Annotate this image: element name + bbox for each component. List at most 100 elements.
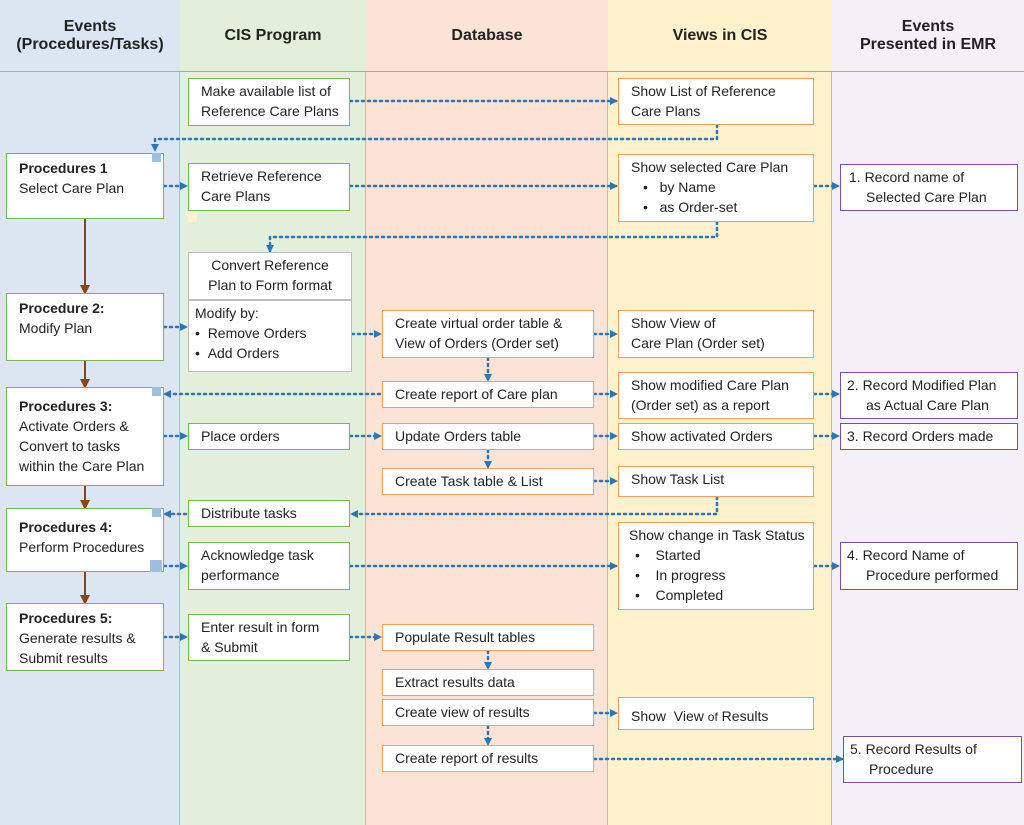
- cis-modify: Modify by: • Remove Orders • Add Orders: [188, 300, 352, 372]
- cis-place-orders: Place orders: [188, 423, 350, 450]
- view-task-list: Show Task List: [618, 466, 814, 497]
- procedure-5-sub-1: Generate results &: [19, 630, 136, 646]
- connector-marker: [152, 508, 161, 517]
- view-list-1: Show List of Reference: [631, 83, 776, 99]
- view-selected-item-1: • by Name: [643, 179, 716, 195]
- cis-convert-1: Convert Reference: [211, 257, 329, 273]
- view-plan-1: Show View of: [631, 315, 716, 331]
- db-task-table: Create Task table & List: [382, 468, 594, 495]
- emr-record-1: 1. Record name of Selected Care Plan: [840, 164, 1018, 211]
- header-events: Events(Procedures/Tasks): [0, 0, 180, 72]
- view-modified-1: Show modified Care Plan: [631, 377, 789, 393]
- procedure-3-box: Procedures 3: Activate Orders & Convert …: [6, 387, 164, 486]
- view-activated-orders: Show activated Orders: [618, 423, 814, 450]
- emr-5-line1: 5. Record Results of: [850, 741, 977, 757]
- db-extract-label: Extract results data: [395, 674, 515, 690]
- lane-cis-program: [180, 0, 366, 825]
- cis-modify-item-2-text: Add Orders: [207, 345, 280, 361]
- procedure-3-sub-3: within the Care Plan: [19, 458, 145, 474]
- procedure-1-sub: Select Care Plan: [19, 180, 125, 196]
- view-selected-title: Show selected Care Plan: [631, 159, 789, 175]
- cis-convert-2: Plan to Form format: [208, 277, 332, 293]
- cis-retrieve: Retrieve Reference Care Plans: [188, 163, 350, 211]
- connector-marker: [152, 387, 161, 396]
- cis-enter-result: Enter result in form & Submit: [188, 614, 350, 661]
- procedure-4-box: Procedures 4: Perform Procedures: [6, 508, 164, 572]
- db-extract-results: Extract results data: [382, 669, 594, 696]
- view-status-item-2-text: In progress: [655, 567, 726, 583]
- header-views-label: Views in CIS: [672, 26, 768, 44]
- header-emr-line1: Events: [901, 17, 955, 35]
- cis-make-list: Make available list of Reference Care Pl…: [188, 78, 350, 126]
- connector-marker: [152, 153, 161, 162]
- header-cis-label: CIS Program: [224, 26, 322, 44]
- cis-retrieve-2: Care Plans: [201, 188, 271, 204]
- db-report-results: Create report of results: [382, 745, 594, 772]
- cis-acknowledge: Acknowledge task performance: [188, 542, 350, 590]
- view-results-a: Show View: [631, 708, 708, 724]
- emr-4-line2: Procedure performed: [866, 567, 999, 583]
- db-populate-results: Populate Result tables: [382, 624, 594, 651]
- view-care-plan: Show View of Care Plan (Order set): [618, 310, 814, 358]
- view-status-item-1: • Started: [635, 547, 701, 563]
- header-database: Database: [366, 0, 608, 72]
- cis-modify-item-1-text: Remove Orders: [207, 325, 307, 341]
- cis-acknowledge-2: performance: [201, 567, 280, 583]
- view-status-item-2: • In progress: [635, 567, 726, 583]
- view-status-title: Show change in Task Status: [629, 527, 805, 543]
- view-status-item-3-text: Completed: [655, 587, 724, 603]
- db-report-results-label: Create report of results: [395, 750, 539, 766]
- procedure-4-title: Procedures 4:: [19, 519, 113, 535]
- db-view-results-label: Create view of results: [395, 704, 530, 720]
- view-status-item-1-text: Started: [655, 547, 701, 563]
- cis-place-label: Place orders: [201, 428, 280, 444]
- db-virtual-2: View of Orders (Order set): [395, 335, 559, 351]
- db-virtual-1: Create virtual order table &: [395, 315, 563, 331]
- view-results-c: Results: [717, 708, 769, 724]
- emr-1-line1: 1. Record name of: [849, 169, 965, 185]
- procedure-3-sub-1: Activate Orders &: [19, 418, 129, 434]
- header-cis-program: CIS Program: [180, 0, 366, 72]
- cis-distribute: Distribute tasks: [188, 500, 350, 527]
- db-virtual-table: Create virtual order table & View of Ord…: [382, 310, 594, 358]
- view-selected-plan: Show selected Care Plan • by Name • as O…: [618, 154, 814, 222]
- emr-4-line1: 4. Record Name of: [847, 547, 965, 563]
- cis-retrieve-1: Retrieve Reference: [201, 168, 322, 184]
- connector-marker: [150, 560, 162, 572]
- view-results: Show View of Results: [618, 697, 814, 730]
- emr-record-2: 2. Record Modified Plan as Actual Care P…: [840, 372, 1018, 419]
- procedure-1-box: Procedures 1 Select Care Plan: [6, 153, 164, 219]
- procedure-5-sub-2: Submit results: [19, 650, 108, 666]
- view-modified-2: (Order set) as a report: [631, 397, 770, 413]
- header-views: Views in CIS: [608, 0, 832, 72]
- db-report-plan-label: Create report of Care plan: [395, 386, 558, 402]
- header-events-line1: Events: [63, 17, 117, 35]
- cis-acknowledge-1: Acknowledge task: [201, 547, 314, 563]
- db-populate-label: Populate Result tables: [395, 629, 536, 645]
- view-plan-2: Care Plan (Order set): [631, 335, 765, 351]
- view-reference-list: Show List of Reference Care Plans: [618, 78, 814, 125]
- db-update-orders: Update Orders table: [382, 423, 594, 450]
- arrow-tasklist-to-distribute: [350, 495, 719, 518]
- db-task-label: Create Task table & List: [395, 473, 543, 489]
- cis-make-list-1: Make available list of: [201, 83, 331, 99]
- db-report-care-plan: Create report of Care plan: [382, 381, 594, 408]
- cis-modify-item-2: • Add Orders: [195, 345, 280, 361]
- procedure-3-title: Procedures 3:: [19, 398, 113, 414]
- cis-modify-title: Modify by:: [195, 305, 259, 321]
- procedure-5-title: Procedures 5:: [19, 610, 113, 626]
- emr-record-5: 5. Record Results of Procedure: [843, 736, 1022, 783]
- view-selected-item-2-text: as Order-set: [659, 199, 738, 215]
- cis-distribute-label: Distribute tasks: [201, 505, 297, 521]
- db-view-results: Create view of results: [382, 699, 594, 726]
- procedure-3-sub-2: Convert to tasks: [19, 438, 121, 454]
- emr-2-line2: as Actual Care Plan: [866, 397, 989, 413]
- cis-enter-1: Enter result in form: [201, 619, 320, 635]
- view-activated-label: Show activated Orders: [631, 428, 773, 444]
- procedure-5-box: Procedures 5: Generate results & Submit …: [6, 603, 164, 671]
- procedure-2-sub: Modify Plan: [19, 320, 93, 336]
- procedure-4-sub: Perform Procedures: [19, 539, 145, 555]
- db-update-label: Update Orders table: [395, 428, 522, 444]
